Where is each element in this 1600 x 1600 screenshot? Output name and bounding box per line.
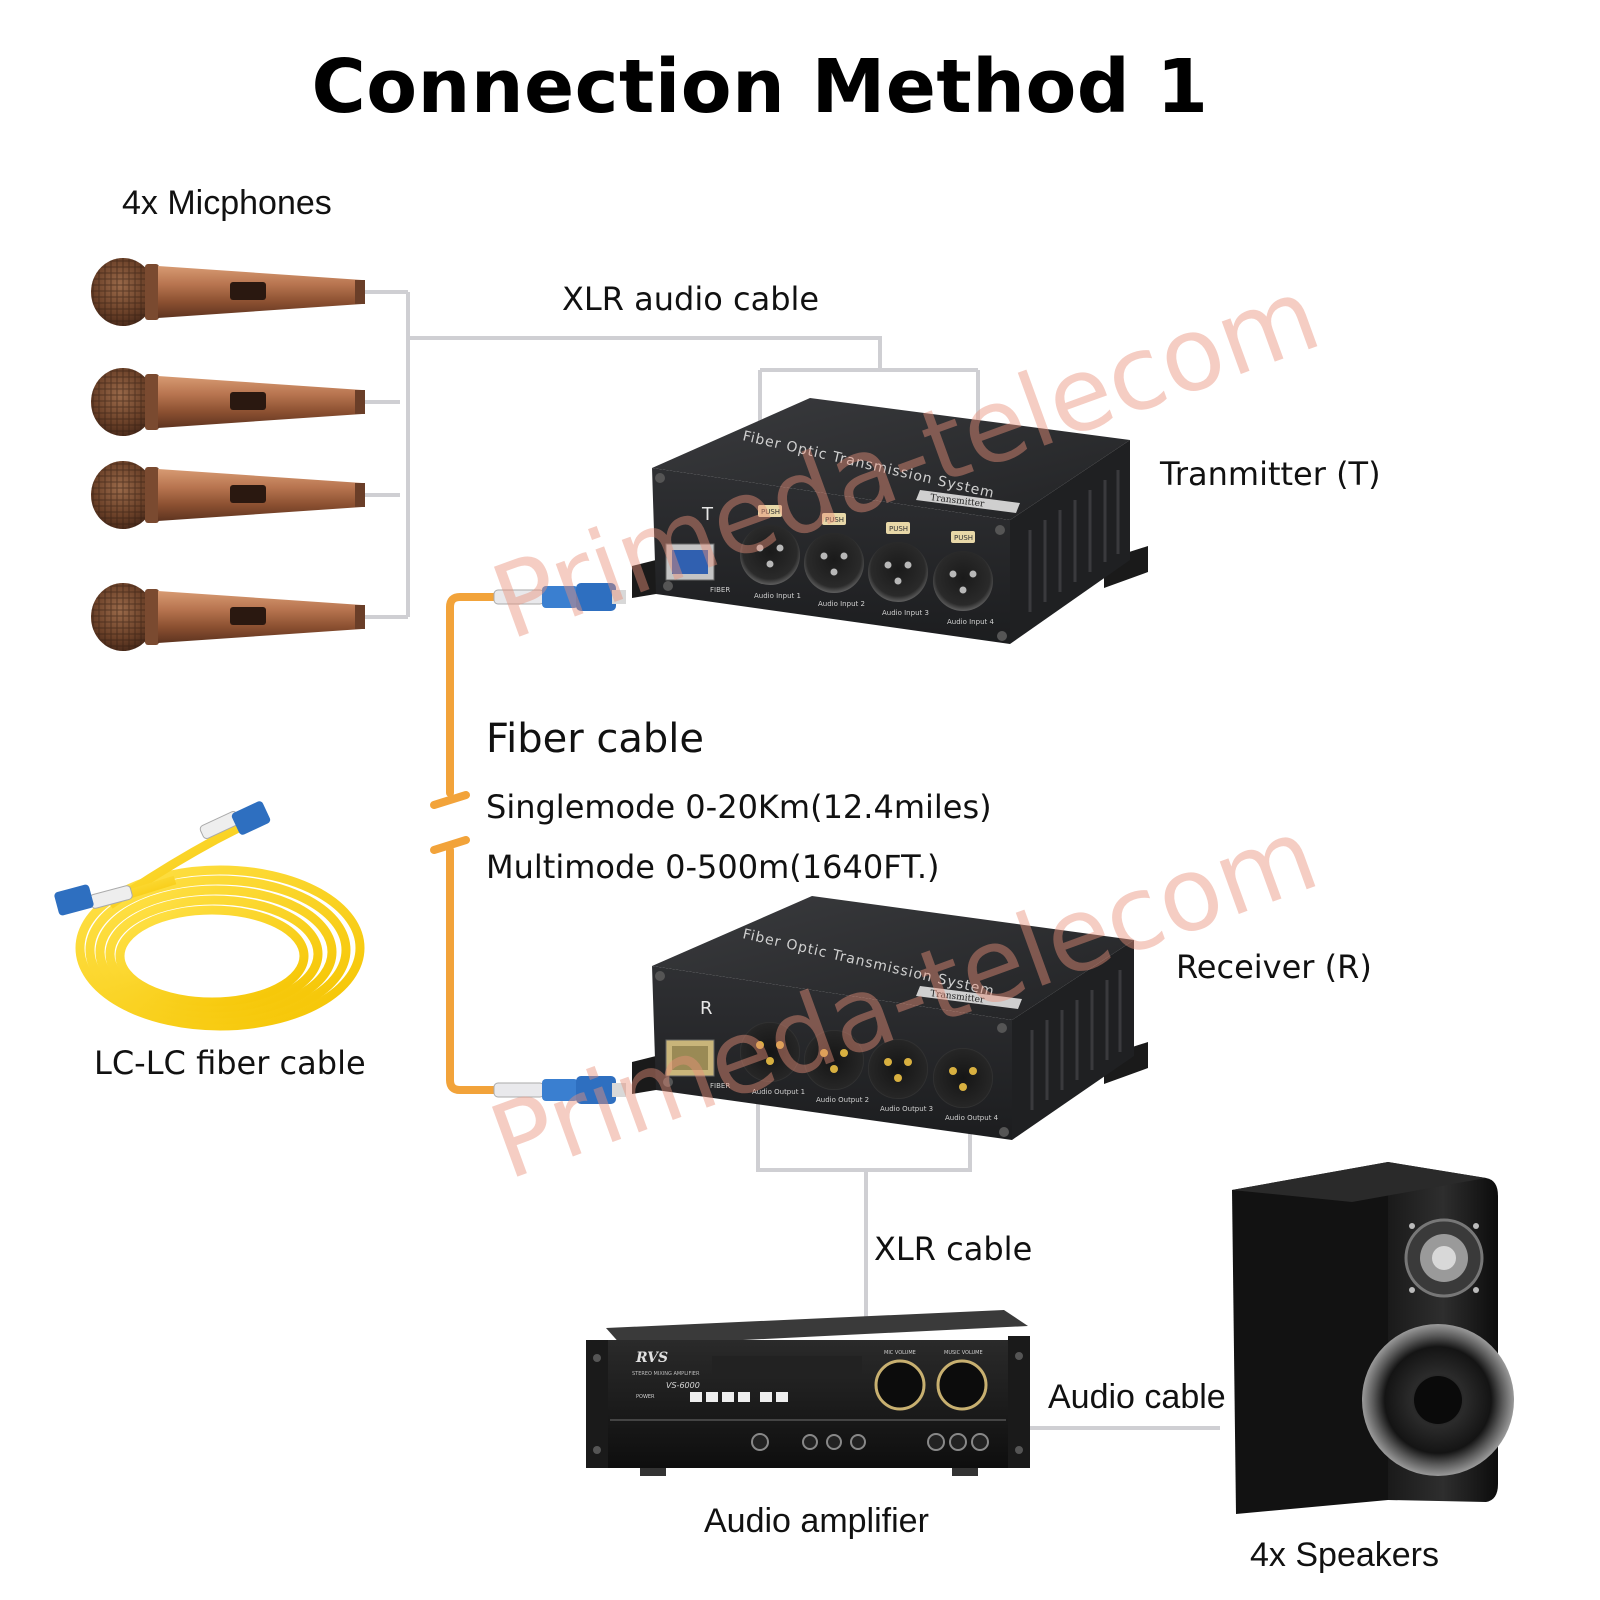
- fiber-cable-label: Fiber cable: [486, 716, 704, 762]
- transmitter-device: [632, 398, 1148, 644]
- receiver-port-label: Audio Output 3: [880, 1105, 933, 1113]
- receiver-letter: R: [700, 998, 713, 1019]
- push-label: PUSH: [825, 516, 844, 524]
- microphone: [91, 258, 365, 326]
- lc-lc-fiber-cable-image: [75, 817, 365, 1031]
- transmitter-letter: T: [701, 504, 714, 525]
- transmitter-port-label: Audio Input 4: [947, 618, 994, 626]
- receiver-port-label: Audio Output 4: [945, 1114, 999, 1122]
- diagram-title: Connection Method 1: [311, 44, 1209, 130]
- amplifier-power-label: POWER: [636, 1394, 655, 1400]
- speakers-label: 4x Speakers: [1250, 1536, 1439, 1574]
- receiver-fiber-label: FIBER: [710, 1082, 730, 1090]
- microphone: [91, 368, 365, 436]
- transmitter-port-label: Audio Input 1: [754, 592, 801, 600]
- amplifier-knob-label: MIC VOLUME: [884, 1350, 916, 1356]
- microphones-label: 4x Micphones: [122, 184, 332, 222]
- transmitter-port-label: Audio Input 3: [882, 609, 929, 617]
- receiver-label: Receiver (R): [1176, 948, 1372, 986]
- push-label: PUSH: [889, 525, 908, 533]
- microphone: [91, 583, 365, 651]
- amplifier-knob-label: MUSIC VOLUME: [944, 1350, 983, 1356]
- receiver-device: [632, 896, 1148, 1140]
- receiver-port-label: Audio Output 1: [752, 1088, 805, 1096]
- microphone: [91, 461, 365, 529]
- lc-connector-coil: [54, 801, 271, 916]
- lc-lc-fiber-cable-label: LC-LC fiber cable: [94, 1044, 366, 1082]
- xlr-audio-cable-label: XLR audio cable: [562, 280, 820, 318]
- push-label: PUSH: [954, 534, 973, 542]
- singlemode-label: Singlemode 0-20Km(12.4miles): [486, 788, 992, 826]
- transmitter-fiber-label: FIBER: [710, 586, 730, 594]
- amplifier-brand: RVS: [635, 1350, 668, 1366]
- multimode-label: Multimode 0-500m(1640FT.): [486, 848, 940, 886]
- audio-amplifier-label: Audio amplifier: [704, 1502, 929, 1540]
- xlr-cable-label: XLR cable: [874, 1230, 1033, 1268]
- lc-connector-transmitter: [493, 583, 626, 611]
- amplifier-subtitle: STEREO MIXING AMPLIFIER: [632, 1371, 700, 1377]
- speaker-device: [1232, 1162, 1514, 1514]
- transmitter-label: Tranmitter (T): [1160, 455, 1381, 493]
- fiber-cable-line: [430, 593, 500, 1094]
- push-label: PUSH: [761, 508, 780, 516]
- audio-cable-label: Audio cable: [1048, 1378, 1226, 1416]
- receiver-port-label: Audio Output 2: [816, 1096, 869, 1104]
- transmitter-port-label: Audio Input 2: [818, 600, 865, 608]
- amplifier-model: VS-6000: [666, 1381, 700, 1390]
- audio-amplifier-device: [586, 1310, 1030, 1476]
- lc-connector-receiver: [493, 1076, 626, 1104]
